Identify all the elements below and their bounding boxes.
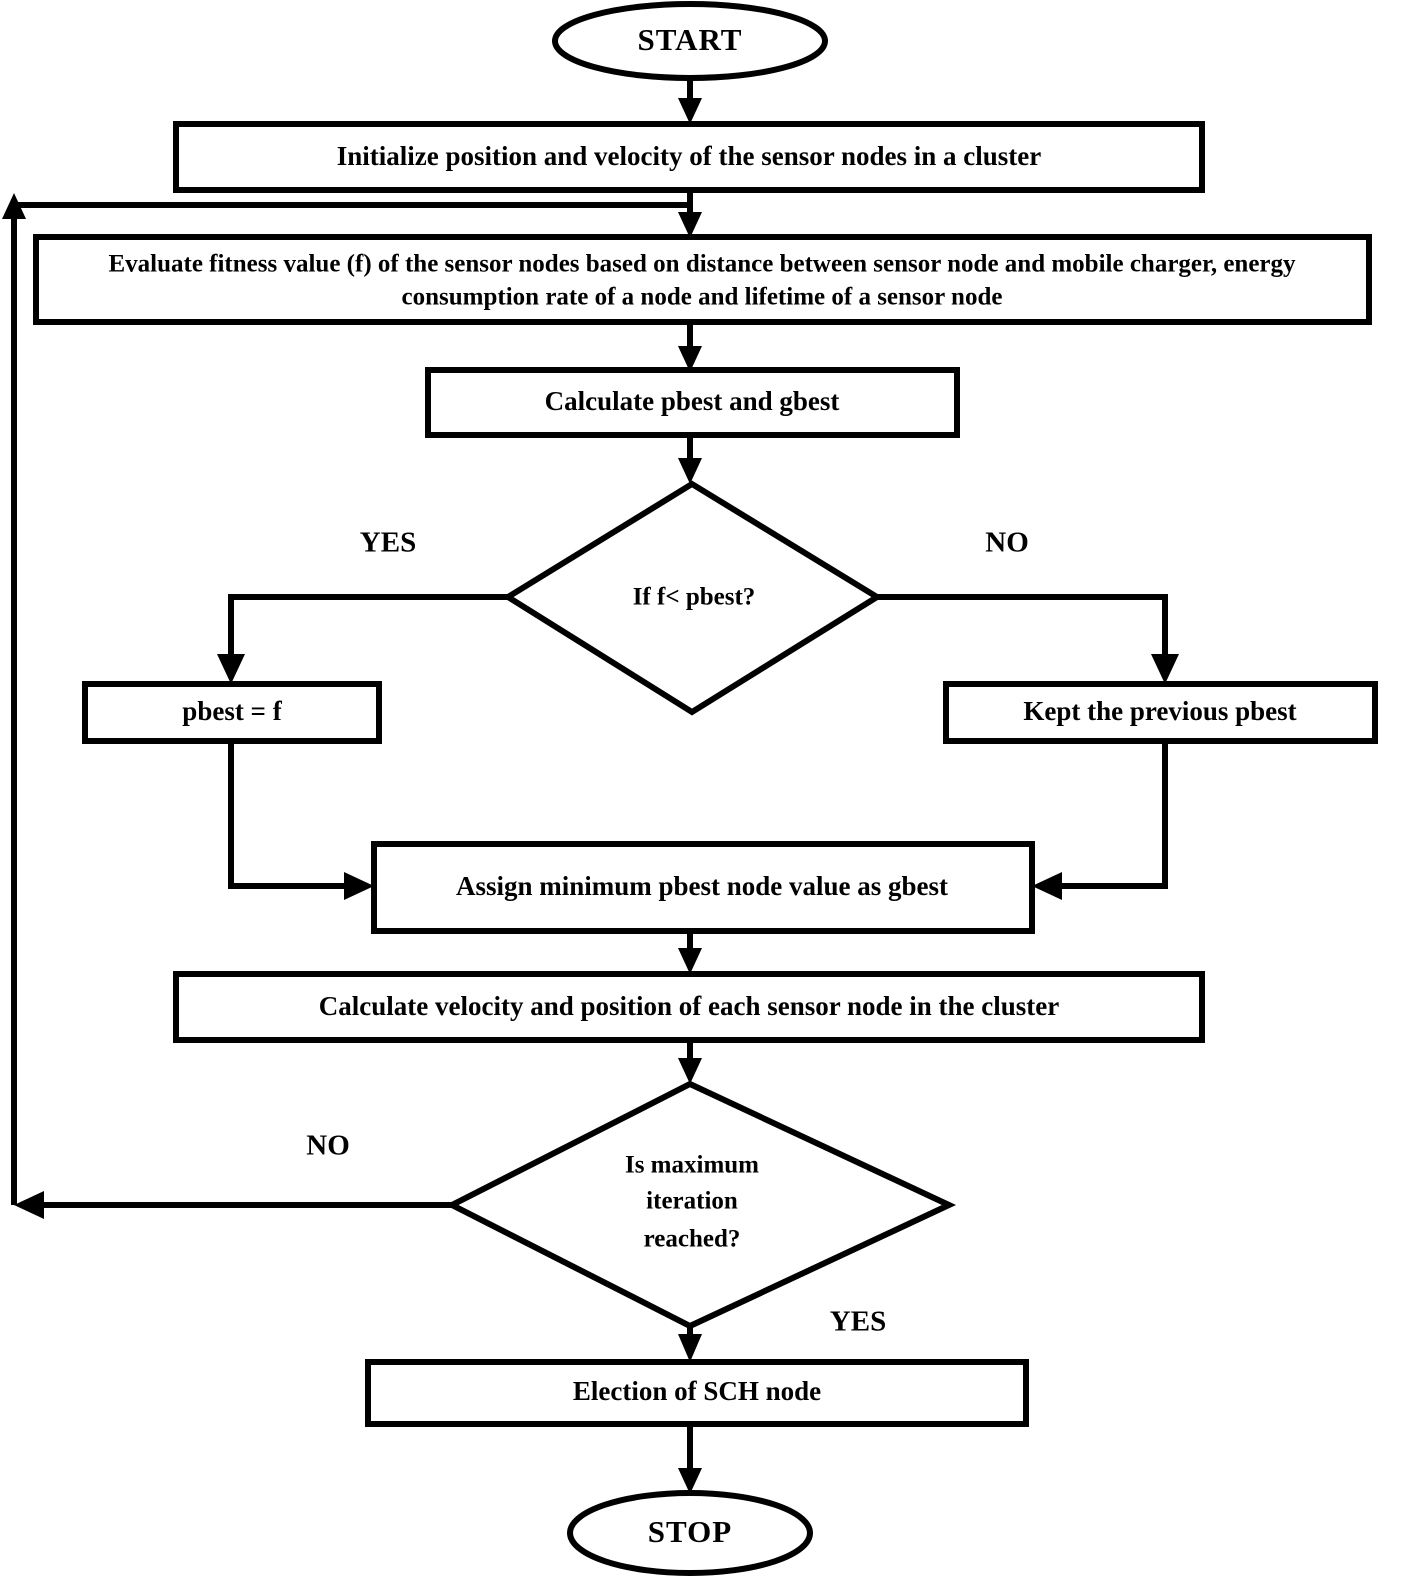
node-calculate-best-label: Calculate pbest and gbest — [545, 386, 840, 416]
branch-label-iteration-no: NO — [306, 1130, 350, 1162]
node-decision-iteration-label-line2: iteration — [646, 1188, 738, 1215]
branch-label-fitness-yes: YES — [360, 527, 416, 559]
node-initialize[interactable]: Initialize position and velocity of the … — [173, 121, 1205, 193]
connector-assign-gbest-to-calculate-velocity — [678, 931, 702, 974]
connector-decision-yes-to-pbest-assign — [217, 594, 508, 684]
node-pbest-assign-label: pbest = f — [182, 696, 282, 726]
connector-keep-pbest-to-assign-gbest — [1032, 741, 1168, 900]
node-start[interactable]: START — [552, 1, 828, 81]
node-stop[interactable]: STOP — [567, 1490, 813, 1576]
node-calculate-velocity-label: Calculate velocity and position of each … — [319, 991, 1059, 1021]
connector-decision-no-to-keep-pbest — [877, 594, 1179, 684]
node-decision-fitness-label: If f< pbest? — [633, 584, 756, 611]
node-election[interactable]: Election of SCH node — [365, 1359, 1029, 1427]
connector-calculate-best-to-decision-fitness — [678, 435, 702, 484]
connector-decision-iteration-no — [14, 1191, 452, 1219]
node-assign-gbest[interactable]: Assign minimum pbest node value as gbest — [371, 841, 1035, 934]
node-keep-pbest-label: Kept the previous pbest — [1023, 696, 1296, 726]
node-evaluate-label-line2: consumption rate of a node and lifetime … — [402, 284, 1003, 311]
connector-initialize-to-evaluate — [678, 190, 702, 238]
connector-election-to-stop — [678, 1424, 702, 1494]
connector-calculate-velocity-to-decision-iteration — [678, 1040, 702, 1084]
connector-evaluate-to-calculate-best — [678, 322, 702, 372]
node-assign-gbest-label: Assign minimum pbest node value as gbest — [456, 871, 948, 901]
node-evaluate-label-line1: Evaluate fitness value (f) of the sensor… — [108, 251, 1296, 278]
node-decision-iteration-label-line1: Is maximum — [625, 1152, 759, 1179]
connector-feedback-loop — [2, 193, 690, 1205]
node-election-label: Election of SCH node — [573, 1376, 821, 1406]
node-pbest-assign[interactable]: pbest = f — [82, 681, 382, 744]
connector-pbest-assign-to-assign-gbest — [228, 741, 374, 900]
node-evaluate[interactable]: Evaluate fitness value (f) of the sensor… — [33, 234, 1372, 325]
node-calculate-velocity[interactable]: Calculate velocity and position of each … — [173, 971, 1205, 1043]
connector-decision-iteration-yes-to-election — [678, 1326, 702, 1362]
node-keep-pbest[interactable]: Kept the previous pbest — [943, 681, 1378, 744]
node-calculate-best[interactable]: Calculate pbest and gbest — [425, 367, 960, 438]
node-initialize-label: Initialize position and velocity of the … — [337, 141, 1042, 171]
branch-label-iteration-yes: YES — [830, 1306, 886, 1338]
node-decision-fitness[interactable]: If f< pbest? — [502, 480, 883, 716]
node-start-label: START — [638, 22, 743, 57]
node-decision-iteration[interactable]: Is maximum iteration reached? — [445, 1080, 957, 1330]
node-stop-label: STOP — [648, 1514, 732, 1549]
branch-label-fitness-no: NO — [985, 527, 1029, 559]
connector-start-to-initialize — [678, 76, 702, 124]
node-decision-iteration-label-line3: reached? — [644, 1226, 741, 1253]
